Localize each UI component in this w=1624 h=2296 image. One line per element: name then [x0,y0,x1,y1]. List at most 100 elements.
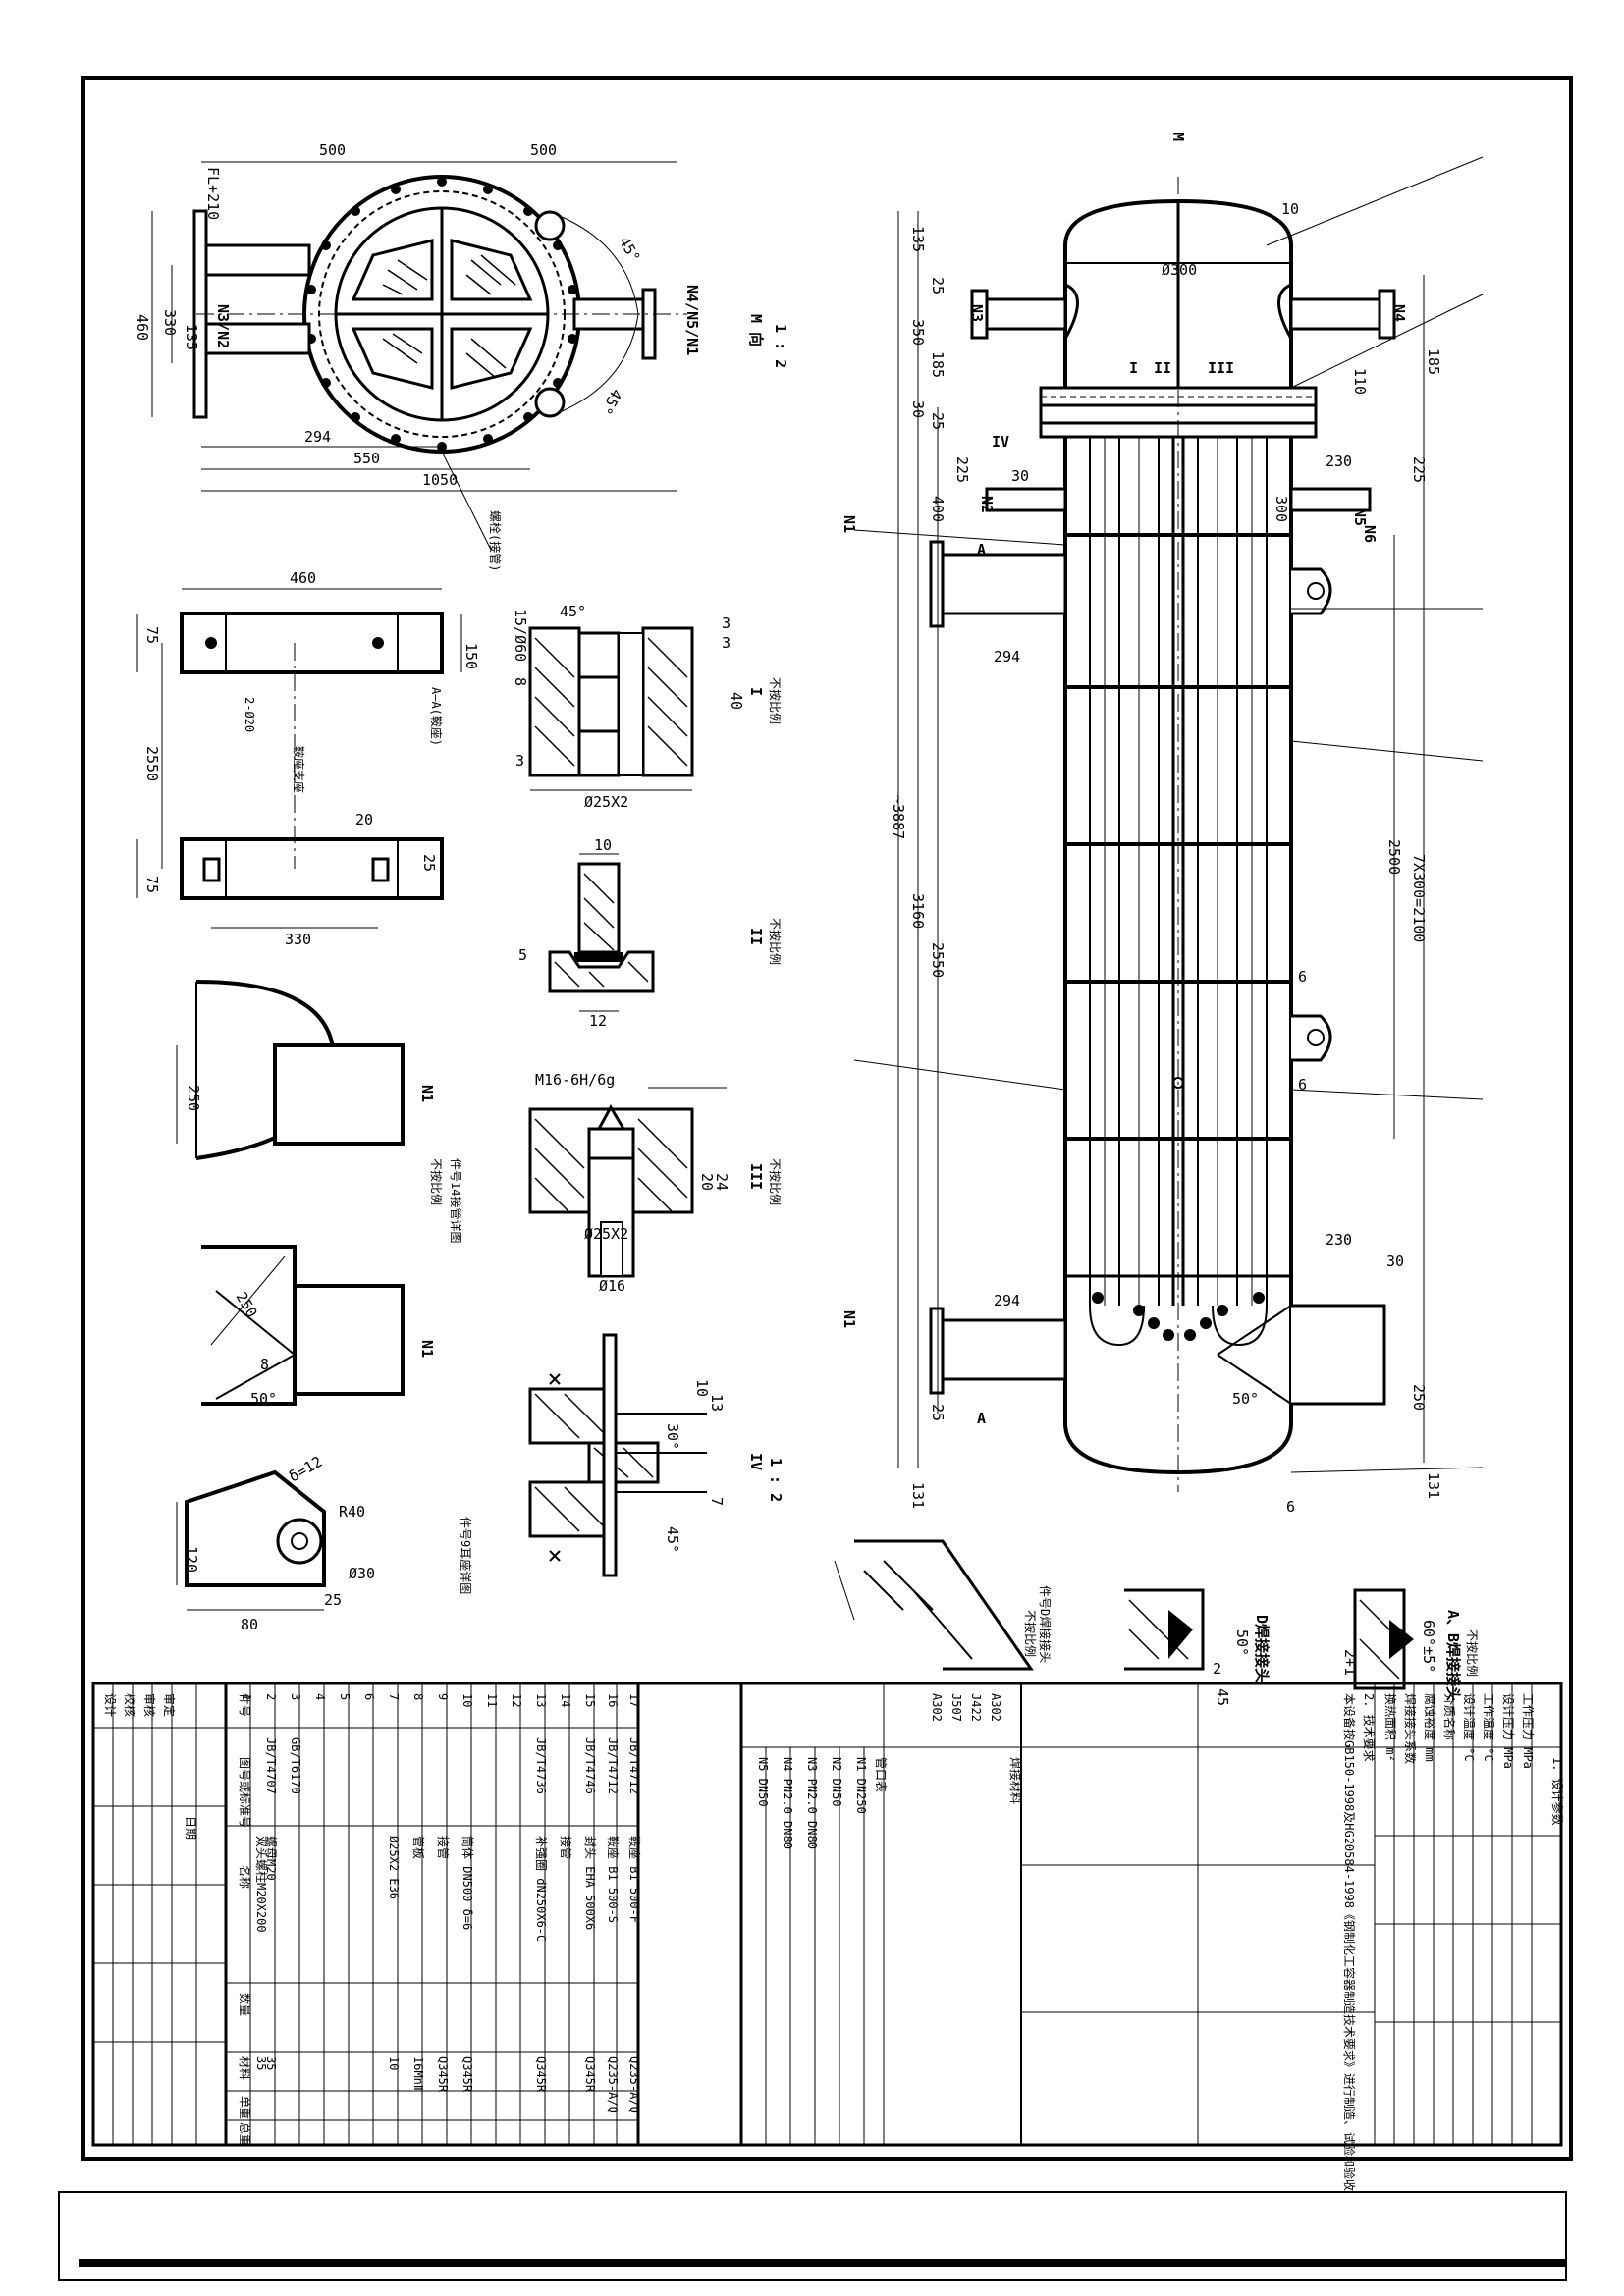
m-dim-294: 294 [304,428,331,446]
m-view-title: M 向 [747,314,765,347]
dim-2500: 2500 [1385,839,1403,875]
weld-row-2: J422 [969,1693,983,1722]
d1-scale: 不按比例 [768,677,782,724]
n1-caption: 件号14接管详图 [449,1158,463,1243]
weld-row-3: J507 [949,1693,963,1722]
weld-d-caption: 件号D焊接接头 [1038,1585,1053,1663]
d4-dim-10: 10 [693,1379,711,1397]
lug-80: 80 [241,1616,258,1633]
n1-label: N1 [418,1085,436,1102]
section-A-top: A [977,541,986,559]
bom-row-2-no: 2 [264,1693,278,1700]
bom-row-15-mat: Q345R [583,2056,597,2093]
dp-7: 焊接接头系数 [1403,1693,1418,1764]
bom-row-17-name: 鞍座 B1 500-F [627,1836,642,1923]
dp-8: 换热面积 m² [1383,1693,1397,1762]
part-6a: 6 [1298,1076,1307,1094]
bom-row-6-no: 6 [362,1693,376,1700]
nz-row-1: N1 DN250 [854,1757,868,1814]
nozzle-n1-details: 250 N1 件号14接管详图 不按比例 250 50° 8 N1 [176,980,463,1408]
nozzle-N4: N4 [1390,304,1408,322]
m-dim-330: 330 [161,309,179,336]
d3-label: III [747,1163,765,1190]
m-dim-500-left: 500 [319,141,346,159]
dim-3160: 3160 [909,893,927,929]
bom-row-2-mat: 35 [264,2056,278,2070]
section-I: I [1129,359,1138,377]
m-dim-460: 460 [134,314,151,341]
angle-50: 50° [1232,1390,1259,1408]
bom-row-15-std: JB/T4746 [583,1737,597,1794]
dim-350: 350 [909,319,927,346]
d2-scale: 不按比例 [768,918,782,965]
lug-detail: R40 δ=12 120 Ø30 25 80 件号9耳座详图 [176,1453,473,1633]
sup-dim-75-bottom: 75 [143,876,161,893]
d2-dim-12: 12 [589,1012,607,1030]
bom-row-16-mat: Q235-A/Q [606,2056,620,2113]
d3-dim-20: 20 [698,1173,716,1191]
bom-row-17-mat: Q235-A/Q [627,2056,641,2113]
n1-dim-250: 250 [185,1085,202,1111]
d3-dim-24: 24 [713,1173,731,1191]
d4-scale: 1 : 2 [767,1458,785,1502]
dp-5: 介质名称 [1442,1693,1457,1740]
bom-row-13-no: 13 [534,1693,548,1707]
m-nozzles-right: N4/N5/N1 [683,285,701,355]
part-6c: 6 [1298,968,1307,986]
bom-header-5: 材料 [238,2056,251,2080]
weld-ab-caption: A、B焊接接头 [1444,1610,1462,1701]
sup-dim-2550: 2550 [143,746,161,781]
dim-294-top: 294 [994,648,1020,666]
nozzle-N1-top: N1 [840,515,858,533]
bom-header-4: 数量 [238,1993,252,2016]
d4-dim-13: 13 [708,1394,726,1412]
d1-label: I [747,687,765,696]
sup-dim-25: 25 [420,854,438,872]
section-A-bottom: A [977,1410,986,1427]
dim-25-left: 25 [929,412,947,430]
support-view: 460 75 150 2550 75 330 20 25 2-Ø20 A—A(鞍… [136,569,480,948]
bottom-strip [58,2191,1567,2281]
dim-294-bottom: 294 [994,1292,1020,1309]
m-dim-500-right: 500 [530,141,557,159]
dim-400: 400 [929,496,947,522]
bom-row-16-no: 16 [606,1693,620,1707]
bom-row-11-no: 11 [485,1693,499,1707]
d3-thread: M16-6H/6g [535,1071,615,1089]
lug-phi30: Ø30 [349,1565,375,1582]
n1-scale: 不按比例 [429,1158,443,1205]
d1-dim-4: 3 [722,634,731,652]
dim-25-top: 25 [929,277,947,294]
bom-row-2-name: 螺母M20 [264,1836,278,1881]
drawing-frame [81,76,1573,2161]
dim-3887: ~3887 [890,795,907,839]
bom-row-14-no: 14 [559,1693,572,1707]
weld-ab-gap: 2+1 [1341,1649,1359,1676]
bom-row-13-mat: Q345R [534,2056,548,2093]
dim-30-top: 30 [1011,467,1029,485]
bom-row-7-no: 7 [387,1693,401,1700]
m-view-note: 螺栓(接管) [488,510,503,571]
m-dim-135: 135 [183,324,200,350]
detail-I: 15/Ø60 45° 3 3 40 8 3 Ø25X2 I 不按比例 [512,603,782,811]
d1-dim-5: 40 [728,692,745,710]
weld-details: 件号D焊接接头 不按比例 50° 2 45 D焊接接头 60°±5° 2+1 A… [834,1539,1479,1706]
d3-scale: 不按比例 [768,1158,782,1205]
dim-250-right: 250 [1410,1384,1428,1411]
nozzle-N3: N3 [968,304,986,322]
title-block: 件号 图号或标准号 名称 数量 材料 单重 总重 17 JB/T4712 鞍座 … [91,1682,1565,2191]
d1-dim-3: 3 [722,614,731,632]
weld-d2-dim-45: 45 [1214,1688,1231,1706]
weld-row-1: A302 [989,1693,1002,1722]
sig-4: 审定 [162,1693,177,1717]
d1-dim-6: 8 [512,677,529,686]
dim-230-bottom: 230 [1326,1231,1352,1249]
bom-row-8-no: 8 [411,1693,425,1700]
main-vessel-view: 135 25 350 185 30 25 225 400 3160 ~3887 … [840,133,1484,1516]
dim-110: 110 [1351,368,1369,395]
sup-dim-150: 150 [462,643,480,669]
d2-label: II [747,928,765,945]
section-III: III [1208,359,1234,377]
bom-header-6: 单重 [238,2096,251,2119]
bom-row-17-std: JB/T4712 [627,1737,641,1794]
